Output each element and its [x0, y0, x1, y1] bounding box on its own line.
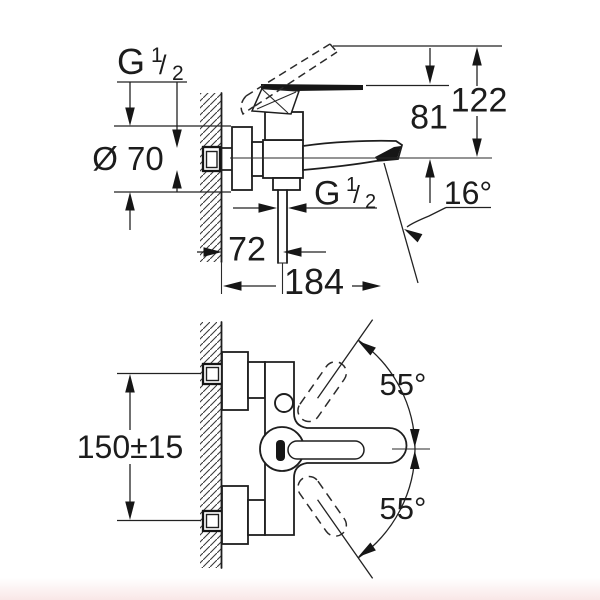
dim-lever-swing: 55° 55°	[355, 337, 426, 561]
dim-text-diameter: Ø 70	[92, 140, 164, 177]
svg-text:/: /	[159, 50, 167, 80]
dim-total-height: 122	[451, 47, 508, 157]
dim-text-72: 72	[228, 231, 266, 269]
lever-position-down-dashed	[297, 475, 374, 579]
side-view: G 1 / 2 Ø 70 122 81 16°	[92, 41, 507, 302]
dim-text-g-top: G	[117, 41, 145, 82]
dim-thread-bottom	[233, 203, 377, 213]
dim-text-55deg-down: 55°	[380, 491, 427, 526]
wall-supply-fitting-side	[201, 145, 233, 173]
svg-text:2: 2	[365, 191, 376, 213]
dim-text-16deg: 16°	[444, 175, 492, 211]
dim-thread-top-and-diameter	[114, 81, 231, 230]
dim-text-55deg-up: 55°	[380, 367, 427, 402]
front-view: 55° 55° 150±15	[77, 319, 430, 579]
wall-section-side	[200, 92, 223, 294]
wall-supply-fitting-top	[201, 362, 224, 386]
svg-text:1: 1	[151, 44, 163, 67]
body-screw-front	[274, 393, 294, 413]
dim-text-122: 122	[451, 82, 508, 120]
svg-text:/: /	[353, 181, 360, 209]
spout-angle-line	[383, 162, 419, 284]
lever-position-up-dashed	[297, 319, 374, 423]
svg-text:2: 2	[172, 62, 184, 85]
dim-spout-reach: 184	[223, 261, 381, 302]
spout-side	[302, 139, 404, 171]
svg-text:1: 1	[346, 174, 357, 196]
dim-wall-to-outlet: 72	[197, 231, 326, 269]
lever-slot-front	[287, 440, 365, 460]
lever-closed	[250, 84, 363, 115]
escutcheon-front-top	[221, 351, 249, 411]
pivot-slot-mark	[276, 440, 285, 461]
dim-text-81: 81	[410, 99, 448, 137]
label-thread-top: G 1 / 2	[117, 41, 184, 85]
dim-text-g-bottom: G	[314, 175, 340, 213]
lever-raised-dashed	[240, 43, 338, 116]
escutcheon-front-bottom	[221, 485, 249, 545]
dim-connection-spacing: 150±15	[77, 372, 201, 522]
dim-lever-height: 81	[410, 48, 448, 203]
dim-spout-angle: 16°	[383, 162, 492, 284]
label-thread-bottom: G 1 / 2	[314, 174, 376, 213]
wall-supply-fitting-bottom	[201, 509, 224, 533]
cartridge-housing	[264, 111, 304, 141]
dim-text-150: 150±15	[77, 429, 184, 465]
dim-text-184: 184	[284, 261, 344, 302]
